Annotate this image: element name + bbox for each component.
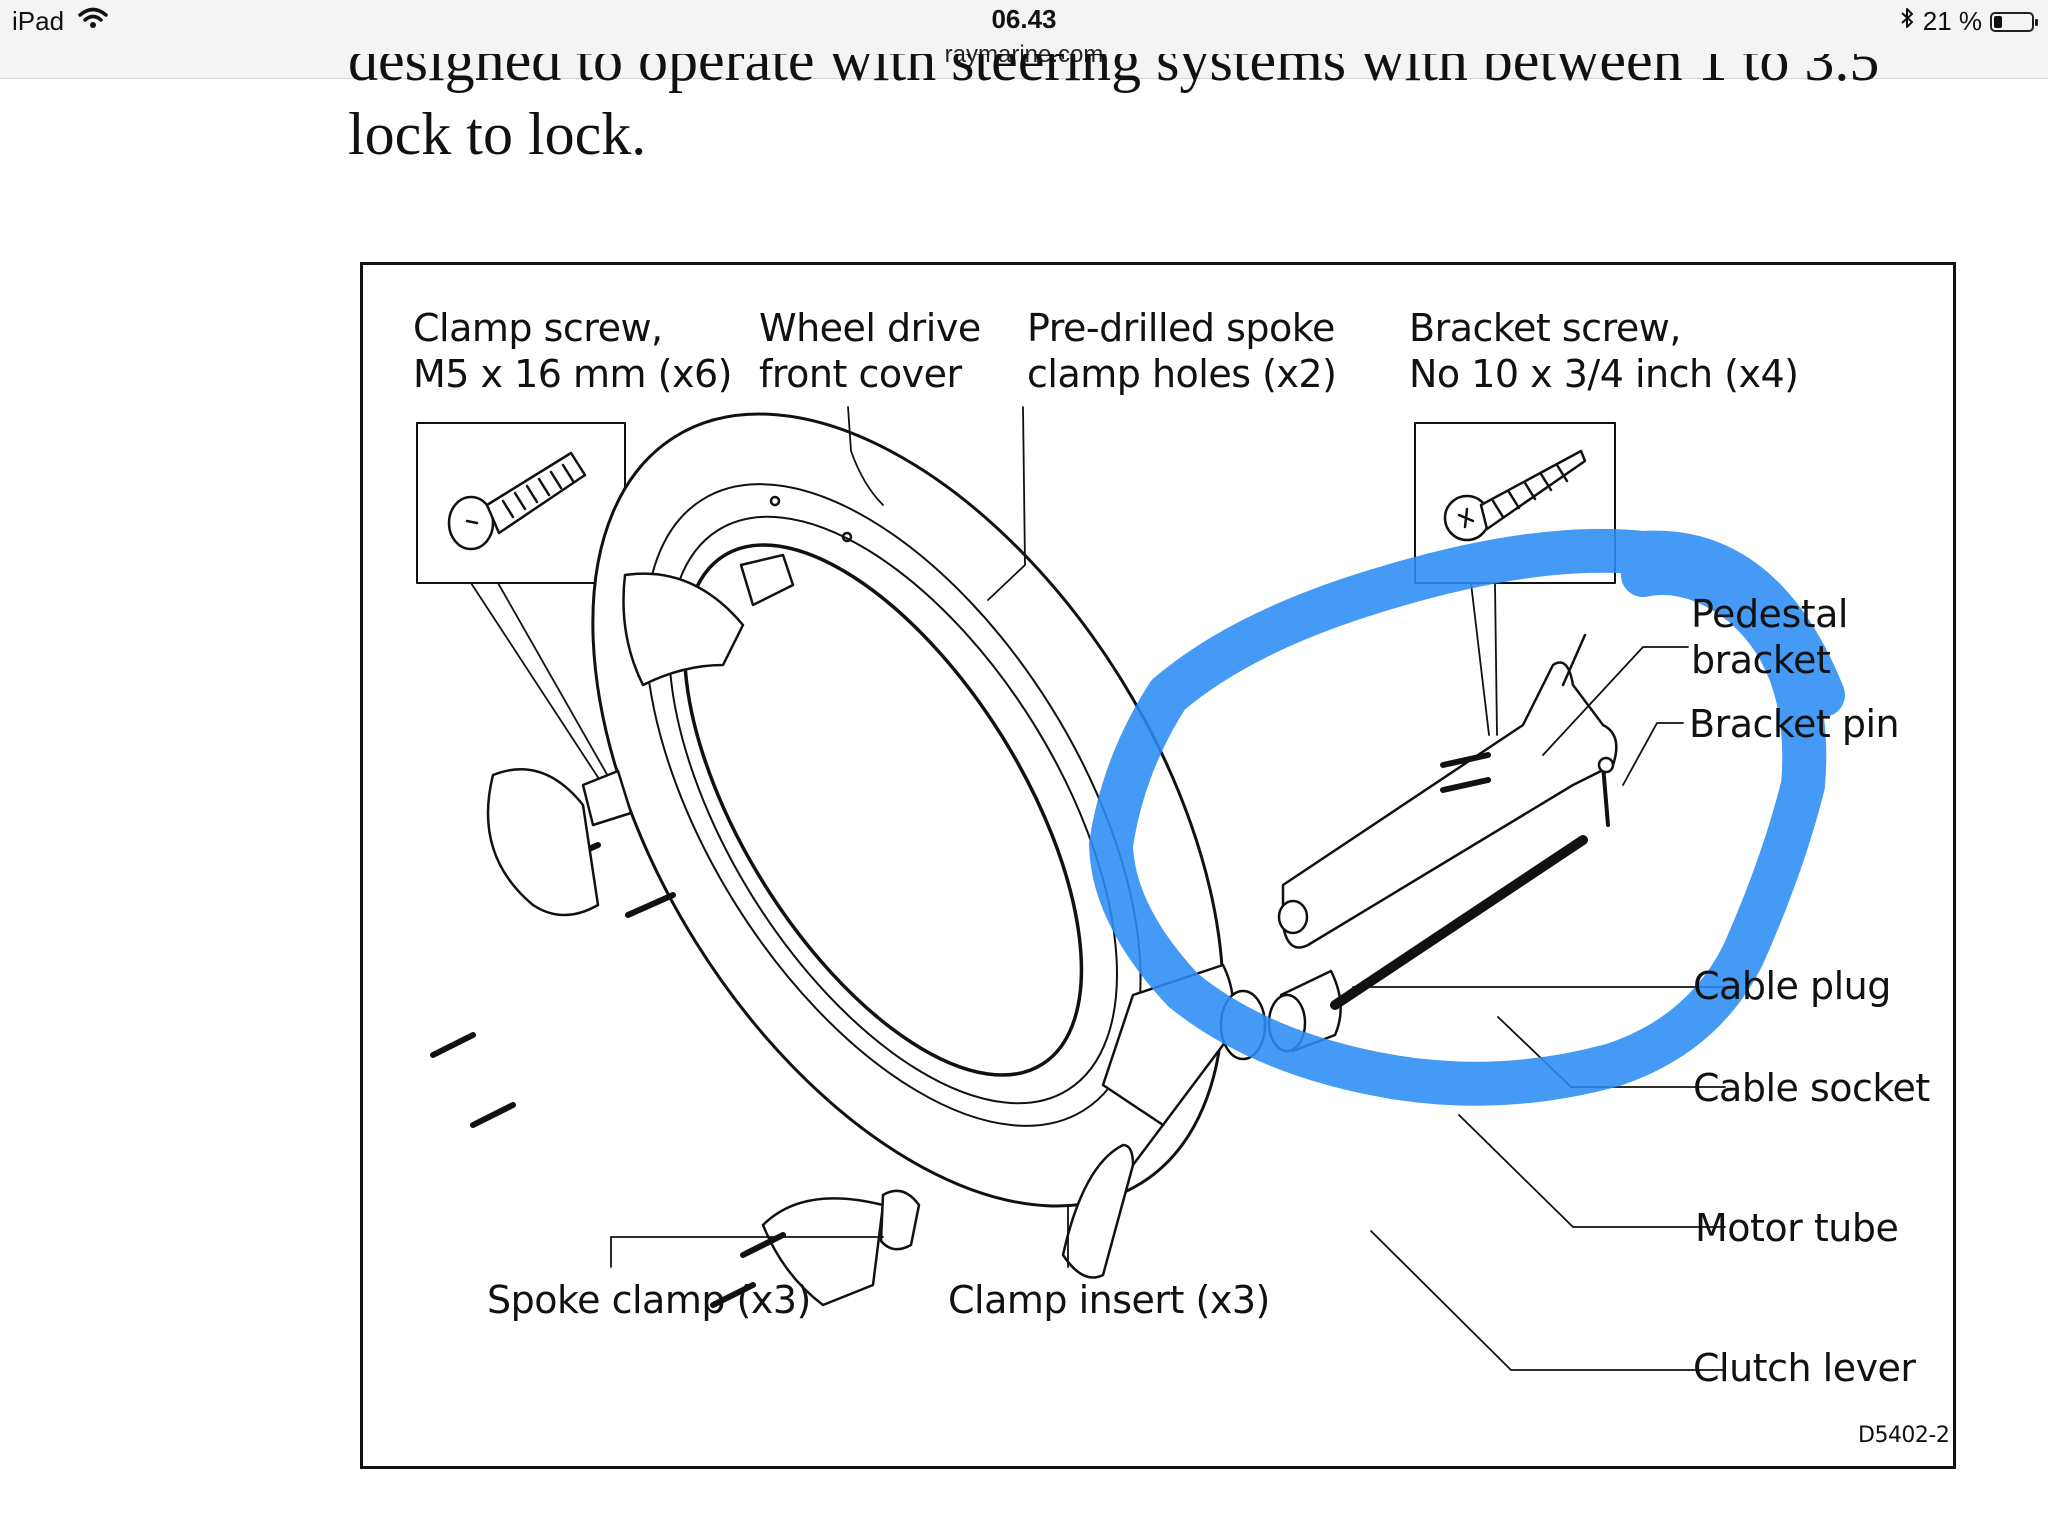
clutch-lever-part	[1061, 1143, 1135, 1279]
bracket-screw-icon	[1443, 449, 1587, 542]
diagram-drawing	[416, 406, 1845, 1371]
device-name: iPad	[12, 6, 65, 36]
label-cable-plug: Cable plug	[1693, 964, 1891, 1008]
document-text: designed to operate with steering system…	[348, 54, 1988, 170]
status-left: iPad	[12, 6, 108, 37]
label-bracket-pin: Bracket pin	[1689, 702, 1900, 746]
label-spoke-clamp: Spoke clamp (x3)	[487, 1278, 811, 1322]
battery-percent: 21 %	[1922, 6, 1982, 36]
bluetooth-icon	[1899, 6, 1915, 37]
spoke-clamp-top	[622, 572, 745, 687]
pedestal-bracket-part	[1281, 661, 1618, 949]
label-motor-tube: Motor tube	[1695, 1206, 1899, 1250]
front-cover	[591, 412, 1225, 1208]
highlight-circle	[1089, 528, 1845, 1106]
battery-level	[1994, 15, 2002, 28]
bracket-small-screws	[1440, 752, 1491, 793]
drawing-code: D5402-2	[1858, 1423, 1950, 1448]
clamp-insert-left	[581, 769, 633, 827]
url-bar[interactable]: raymarine.com	[944, 41, 1104, 68]
clamp-insert-bottom	[879, 1189, 921, 1251]
status-bar: iPad 06.43 raymarine.com 21 %	[0, 0, 2048, 79]
bracket-screw-box	[1414, 422, 1616, 584]
status-right: 21 %	[1899, 6, 2038, 37]
label-clutch-lever: Clutch lever	[1693, 1346, 1916, 1390]
spoke-clamp-left	[486, 768, 600, 917]
label-wheel-drive-front-cover: Wheel drive front cover	[759, 306, 981, 396]
clock: 06.43	[991, 4, 1057, 34]
battery-icon	[1990, 11, 2038, 32]
label-bracket-screw: Bracket screw, No 10 x 3/4 inch (x4)	[1409, 306, 1799, 396]
label-clamp-screw: Clamp screw, M5 x 16 mm (x6)	[413, 306, 732, 396]
text-line: lock to lock.	[348, 101, 647, 167]
wifi-icon	[78, 6, 108, 37]
label-pedestal-bracket: Pedestal bracket	[1691, 592, 1848, 682]
installation-diagram: Clamp screw, M5 x 16 mm (x6) Wheel drive…	[360, 262, 1956, 1469]
clamp-insert-top	[739, 553, 795, 607]
text-line-cut: designed to operate with steering system…	[348, 54, 1880, 93]
status-center: 06.43 raymarine.com	[0, 4, 2048, 69]
label-cable-socket: Cable socket	[1693, 1066, 1930, 1110]
bracket-pin-part	[1601, 763, 1610, 827]
label-clamp-insert: Clamp insert (x3)	[948, 1278, 1270, 1322]
label-predrilled-holes: Pre-drilled spoke clamp holes (x2)	[1027, 306, 1337, 396]
spoke-clamp-bottom	[761, 1197, 885, 1307]
clamp-screw-icon	[447, 451, 587, 551]
